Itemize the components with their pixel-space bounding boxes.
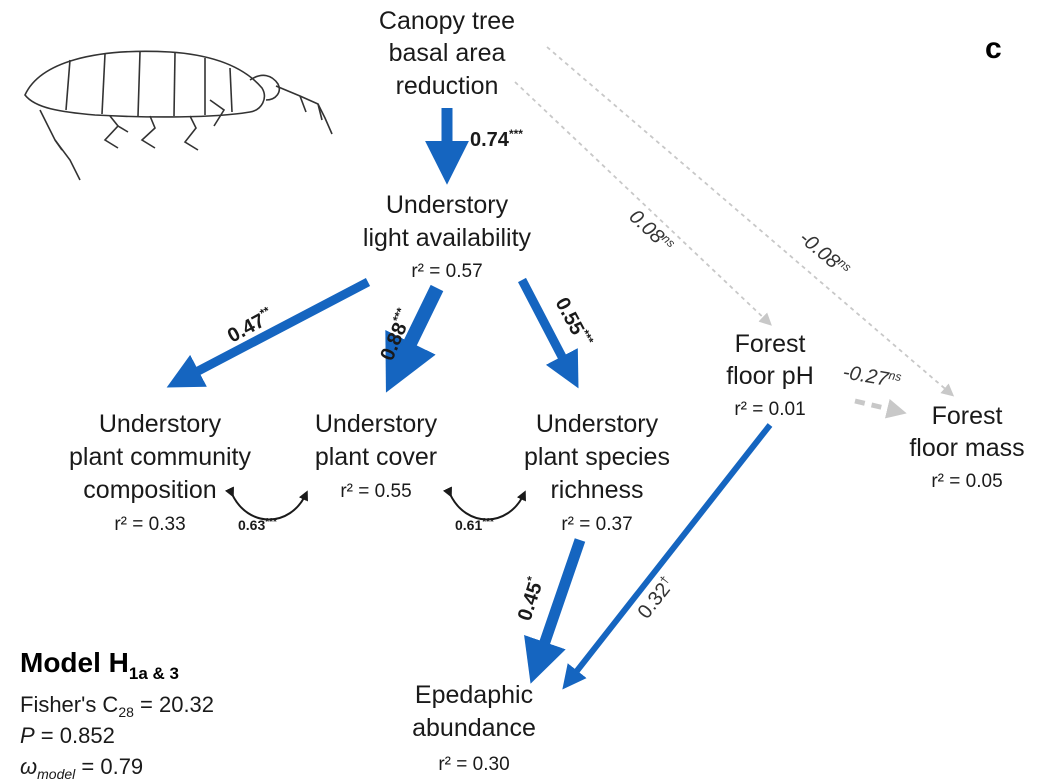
node-composition: Understory plant community composition r… bbox=[69, 410, 252, 535]
model-summary: Model H1a & 3 Fisher's C28 = 20.32 P = 0… bbox=[20, 647, 214, 782]
node-canopy-line3: reduction bbox=[396, 72, 499, 100]
coef-richness-epedaphic: 0.45* bbox=[512, 574, 548, 623]
coef-canopy-light: 0.74*** bbox=[470, 127, 523, 151]
node-composition-line2: plant community bbox=[69, 443, 252, 471]
node-composition-r2: r² = 0.33 bbox=[114, 514, 185, 535]
model-title: Model H1a & 3 bbox=[20, 647, 179, 683]
node-light-line2: light availability bbox=[363, 224, 532, 252]
corr-composition-cover: 0.63*** bbox=[238, 517, 277, 533]
node-richness-line1: Understory bbox=[536, 410, 659, 438]
model-fisher: Fisher's C28 = 20.32 bbox=[20, 692, 214, 720]
node-ph-line2: floor pH bbox=[726, 362, 814, 390]
node-canopy: Canopy tree basal area reduction bbox=[379, 7, 515, 100]
coef-canopy-mass: -0.08ns bbox=[795, 226, 854, 281]
node-epedaphic-line1: Epedaphic bbox=[415, 681, 533, 709]
node-richness-line3: richness bbox=[550, 476, 643, 504]
node-light-line1: Understory bbox=[386, 191, 509, 219]
springtail-illustration bbox=[25, 51, 332, 180]
path-canopy-ph bbox=[515, 82, 768, 322]
corr-cover-richness: 0.61*** bbox=[455, 517, 494, 533]
path-richness-epedaphic bbox=[537, 540, 580, 665]
path-light-composition bbox=[181, 282, 368, 380]
model-omega: ωmodel = 0.79 bbox=[20, 754, 143, 782]
node-richness-r2: r² = 0.37 bbox=[561, 514, 632, 535]
node-epedaphic-r2: r² = 0.30 bbox=[438, 754, 509, 775]
coef-ph-epedaphic: 0.32† bbox=[633, 573, 679, 623]
node-light-r2: r² = 0.57 bbox=[411, 261, 482, 282]
node-composition-line3: composition bbox=[83, 476, 216, 504]
node-canopy-line1: Canopy tree bbox=[379, 7, 515, 35]
correlation-cover-richness bbox=[450, 494, 524, 520]
node-richness: Understory plant species richness r² = 0… bbox=[524, 410, 670, 535]
path-ph-mass bbox=[855, 401, 897, 411]
node-mass: Forest floor mass r² = 0.05 bbox=[909, 402, 1024, 492]
panel-letter: c bbox=[985, 32, 1002, 65]
node-cover-line1: Understory bbox=[315, 410, 438, 438]
node-ph-line1: Forest bbox=[735, 330, 806, 358]
coef-ph-mass: -0.27ns bbox=[841, 360, 902, 393]
node-mass-line2: floor mass bbox=[909, 434, 1024, 462]
coef-canopy-ph: 0.08ns bbox=[625, 205, 678, 257]
node-mass-line1: Forest bbox=[932, 402, 1003, 430]
node-epedaphic-line2: abundance bbox=[412, 714, 536, 742]
node-cover-line2: plant cover bbox=[315, 443, 437, 471]
node-composition-line1: Understory bbox=[99, 410, 222, 438]
node-canopy-line2: basal area bbox=[389, 39, 506, 67]
node-mass-r2: r² = 0.05 bbox=[931, 471, 1002, 492]
node-cover: Understory plant cover r² = 0.55 bbox=[315, 410, 438, 502]
node-ph-r2: r² = 0.01 bbox=[734, 399, 805, 420]
node-cover-r2: r² = 0.55 bbox=[340, 481, 411, 502]
node-ph: Forest floor pH r² = 0.01 bbox=[726, 330, 814, 420]
node-light: Understory light availability r² = 0.57 bbox=[363, 191, 532, 282]
node-richness-line2: plant species bbox=[524, 443, 670, 471]
node-epedaphic: Epedaphic abundance r² = 0.30 bbox=[412, 681, 536, 775]
correlation-composition-cover bbox=[232, 494, 306, 520]
model-p: P = 0.852 bbox=[20, 723, 115, 748]
